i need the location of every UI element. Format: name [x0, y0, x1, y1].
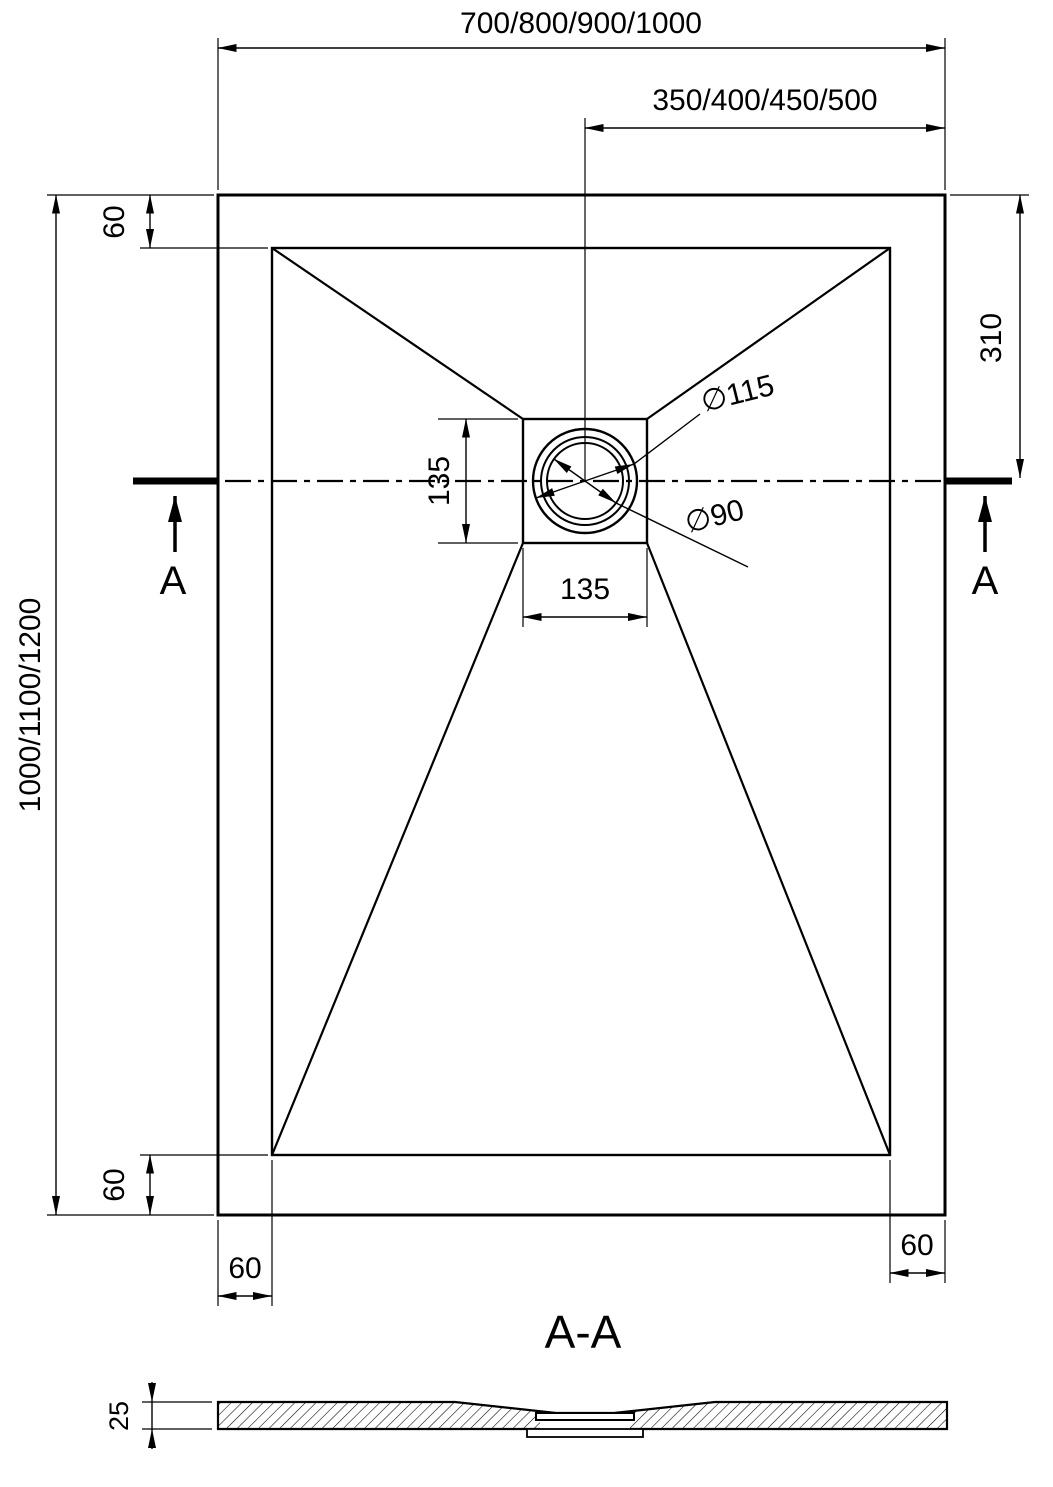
outer-rim-rectangle [216, 193, 947, 1217]
dim-center-to-edge: 350/400/450/500 [584, 84, 945, 481]
dim-top-margin-label: 60 [98, 205, 131, 238]
dim-drain-width: 135 [522, 548, 648, 627]
dim-drain-height: 135 [423, 418, 518, 544]
dim-left-margin: 60 [217, 1160, 273, 1306]
section-cut-marks: A A [133, 477, 1012, 603]
dim-right-margin: 60 [889, 1160, 946, 1283]
section-title: A-A [545, 1306, 622, 1358]
dim-drain-height-label: 135 [423, 456, 456, 506]
dim-center-to-edge-label: 350/400/450/500 [652, 84, 877, 117]
dim-overall-length: 1000/1100/1200 [14, 194, 214, 1216]
dim-thickness: 25 [104, 1382, 212, 1449]
drain-diameter-callouts: ∅115 ∅90 [535, 369, 778, 568]
inner-floor-rectangle [270, 246, 892, 1157]
dim-drain-width-label: 135 [560, 573, 610, 606]
section-view: 25 [104, 1382, 949, 1449]
floor-slope-lines [270, 247, 892, 1156]
drain-outlet-section [526, 1428, 644, 1438]
dim-overall-width: 700/800/900/1000 [217, 7, 946, 190]
dim-overall-length-label: 1000/1100/1200 [14, 598, 47, 813]
section-marker-right-label: A [972, 559, 999, 603]
dim-right-margin-label: 60 [900, 1229, 933, 1262]
section-marker-left-label: A [160, 559, 187, 603]
dim-drain-offset: 310 [950, 194, 1029, 478]
dim-bottom-margin: 60 [98, 1154, 268, 1215]
dim-overall-width-label: 700/800/900/1000 [460, 7, 702, 40]
drain-flange-section [535, 1412, 635, 1421]
drain-outer-dia-label: ∅115 [698, 369, 778, 419]
dim-top-margin: 60 [98, 194, 268, 249]
drain-inner-dia-label: ∅90 [682, 493, 748, 539]
dim-thickness-label: 25 [104, 1401, 134, 1431]
dim-drain-offset-label: 310 [975, 313, 1008, 363]
dim-bottom-margin-label: 60 [98, 1168, 131, 1201]
dim-left-margin-label: 60 [228, 1252, 261, 1285]
